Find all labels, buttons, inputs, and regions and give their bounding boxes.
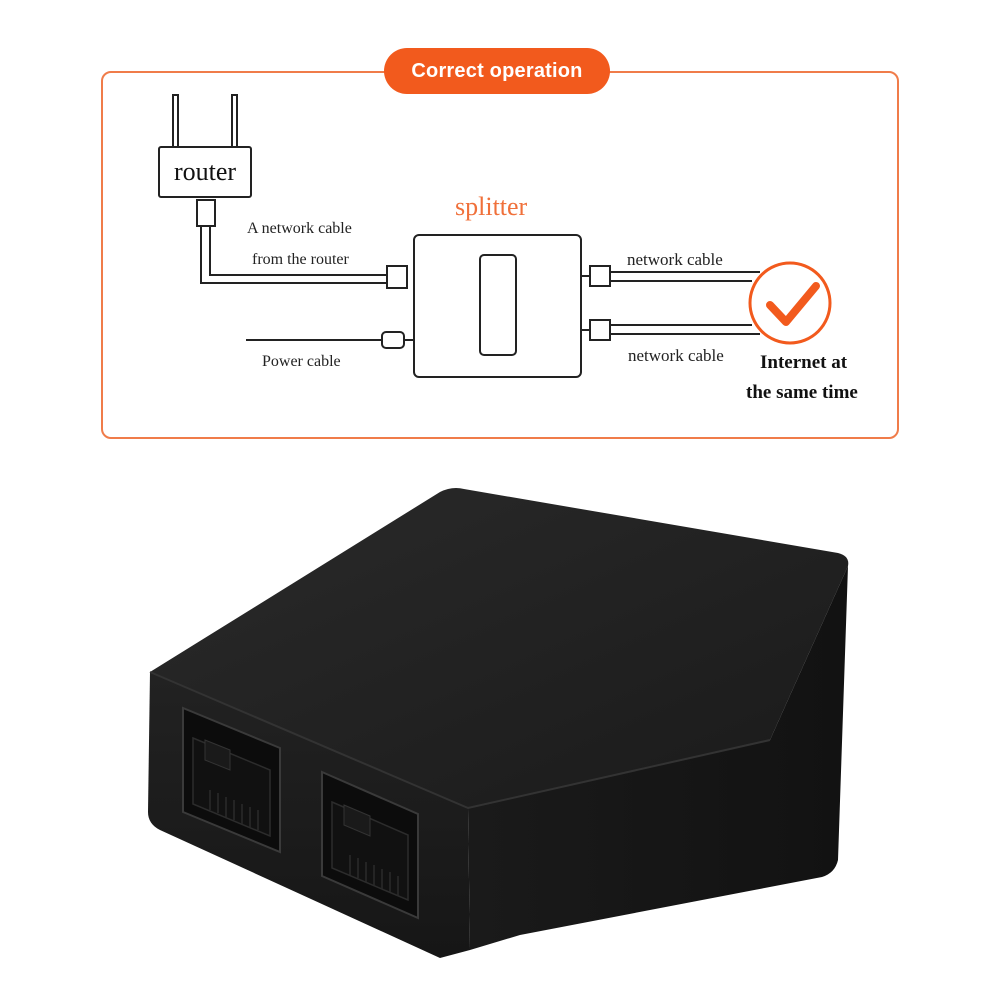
rj45-port-right [321, 770, 419, 920]
output-cable-label-top: network cable [627, 250, 723, 269]
router-box: router [158, 146, 252, 198]
router-label: router [173, 157, 237, 186]
splitter-led-window [479, 254, 517, 356]
splitter-input-plug [386, 265, 408, 289]
router-plug [196, 199, 216, 227]
splitter-label: splitter [455, 192, 528, 221]
output-cable-label-bottom: network cable [628, 346, 724, 365]
result-label-line2: the same time [746, 382, 858, 403]
device-top-face [150, 488, 849, 808]
input-cable-label-line1: A network cable [247, 220, 352, 237]
rj45-port-left [182, 706, 281, 854]
correct-operation-badge: Correct operation [384, 48, 610, 94]
checkmark-icon [748, 261, 832, 345]
result-label-line1: Internet at [760, 352, 848, 373]
device-side-face [468, 566, 848, 950]
input-cable-label-line2: from the router [252, 251, 349, 268]
power-cable-label: Power cable [262, 353, 341, 370]
router-cable [200, 226, 392, 284]
